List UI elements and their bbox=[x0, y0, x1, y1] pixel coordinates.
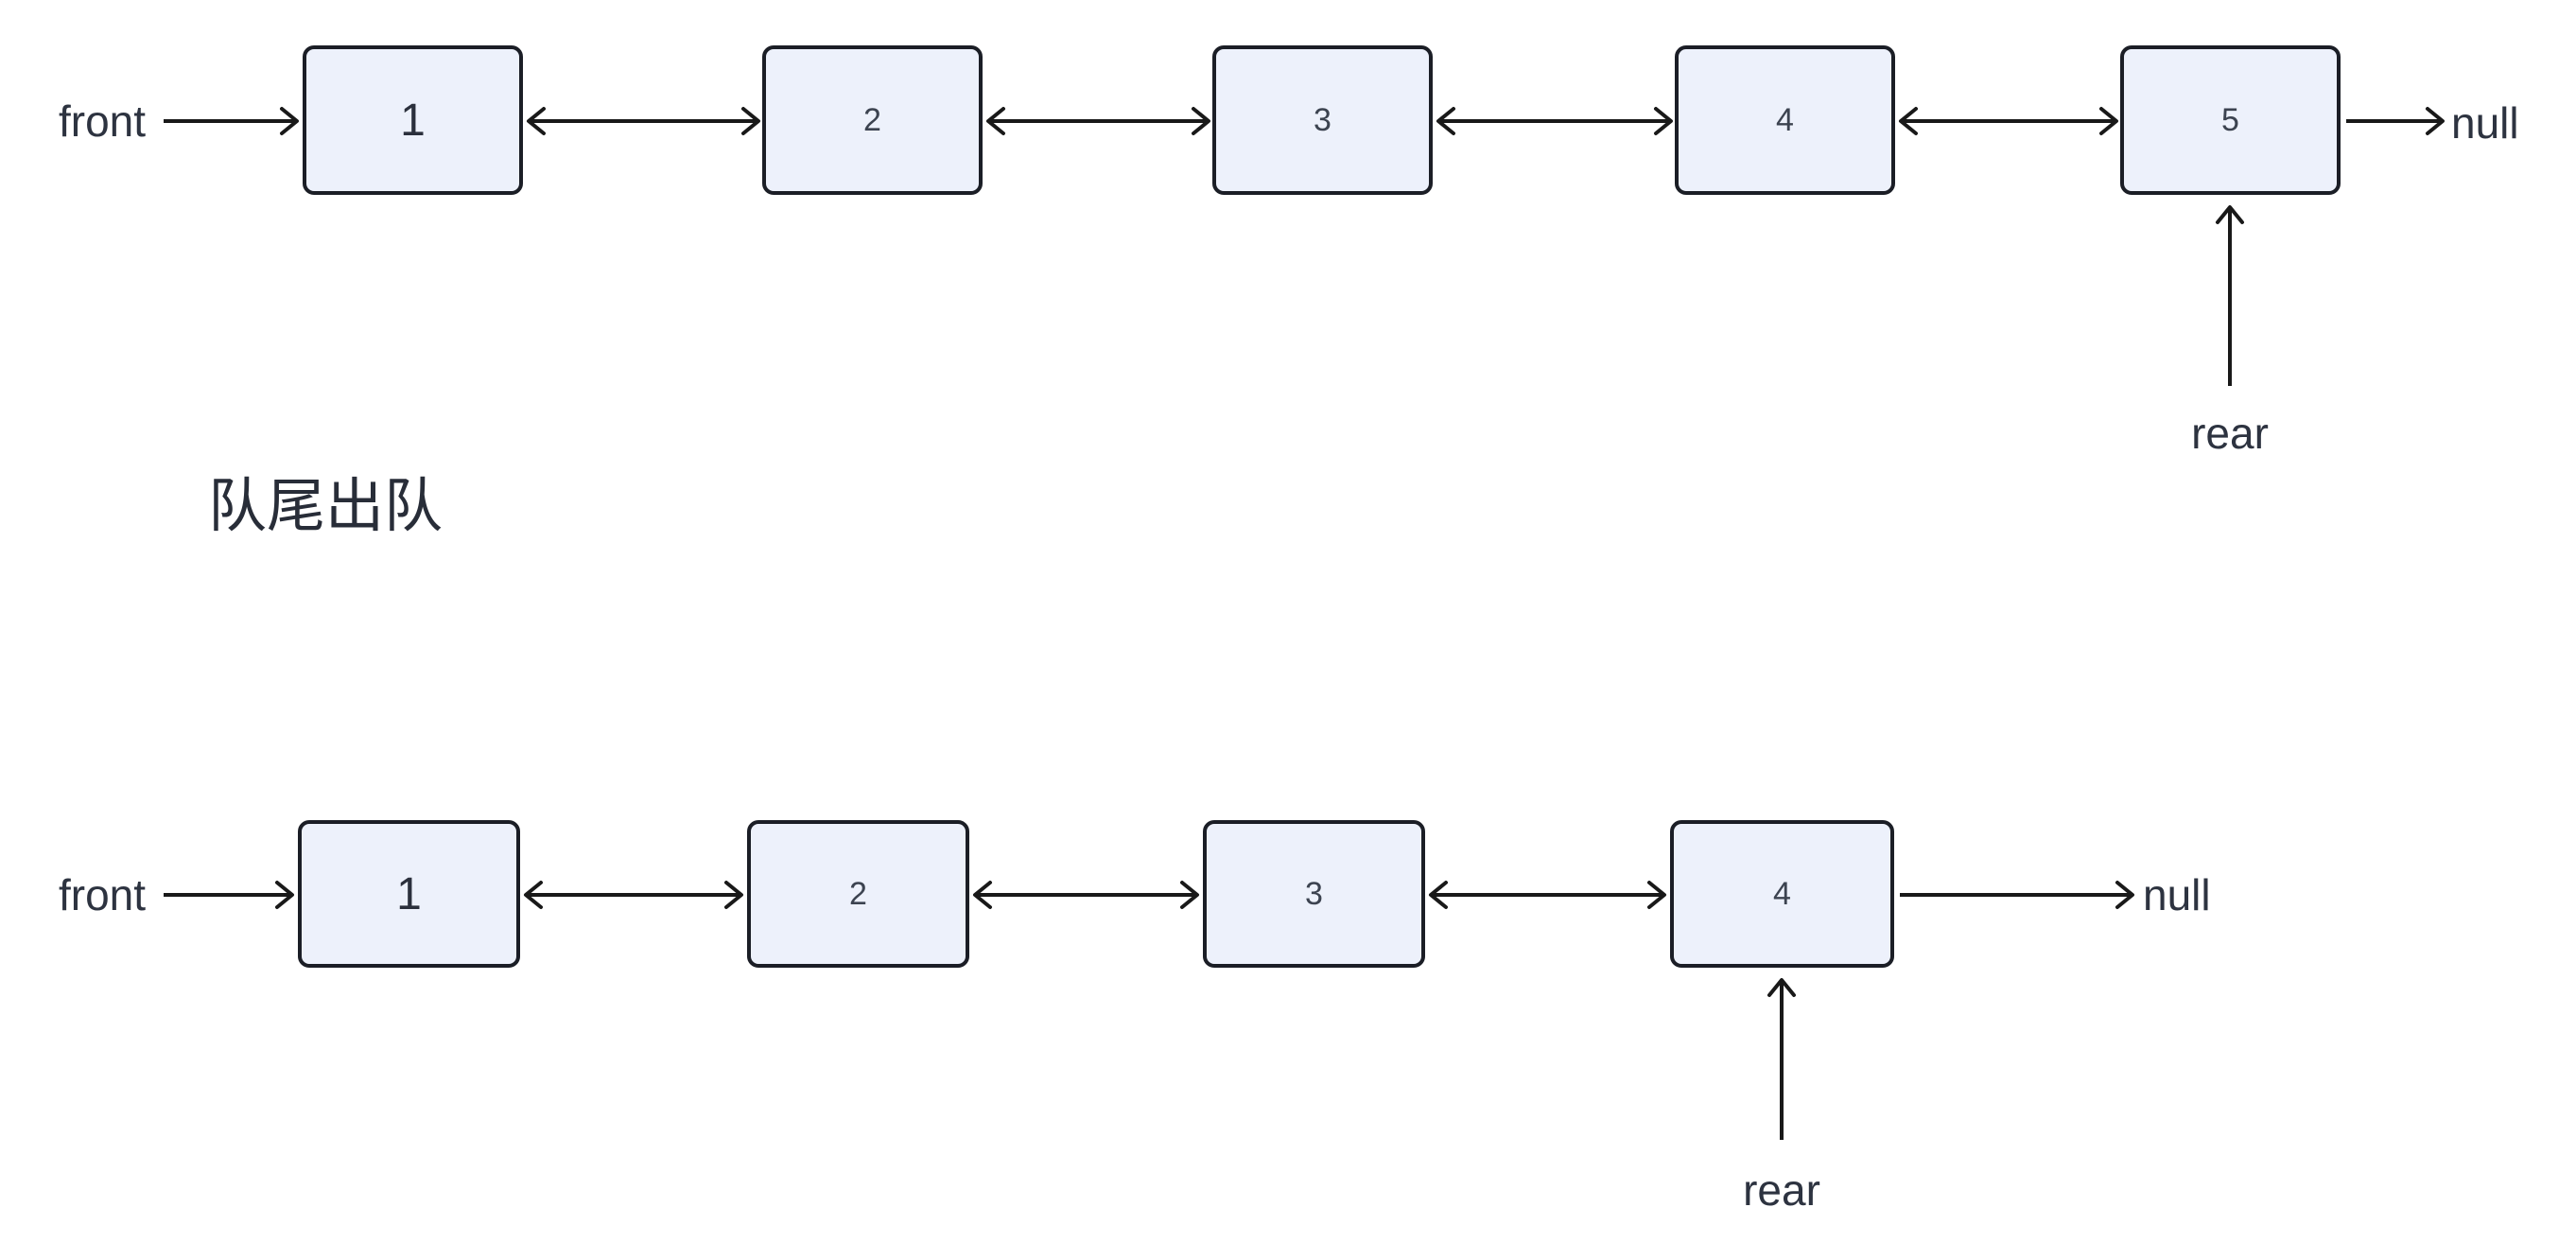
front-pointer-label-before: front bbox=[59, 96, 147, 146]
queue-node-after-1: 1 bbox=[298, 820, 520, 968]
operation-title: 队尾出队 bbox=[208, 474, 444, 539]
node-value: 2 bbox=[849, 875, 867, 912]
node-value: 2 bbox=[863, 101, 881, 138]
rear-pointer-label-after: rear bbox=[1743, 1165, 1820, 1215]
queue-node-after-4: 4 bbox=[1670, 820, 1894, 968]
null-terminator-label-before: null bbox=[2451, 98, 2519, 148]
node-value: 5 bbox=[2221, 101, 2239, 138]
node-value: 3 bbox=[1314, 101, 1332, 138]
queue-node-after-2: 2 bbox=[747, 820, 969, 968]
node-value: 3 bbox=[1305, 875, 1323, 912]
node-value: 4 bbox=[1776, 101, 1794, 138]
queue-node-before-3: 3 bbox=[1212, 45, 1433, 195]
null-terminator-label-after: null bbox=[2143, 870, 2211, 919]
node-value: 1 bbox=[400, 95, 426, 146]
rear-pointer-label-before: rear bbox=[2191, 409, 2269, 458]
queue-node-after-3: 3 bbox=[1203, 820, 1425, 968]
node-value: 4 bbox=[1773, 875, 1791, 912]
queue-node-before-5: 5 bbox=[2120, 45, 2341, 195]
front-pointer-label-after: front bbox=[59, 870, 147, 919]
node-value: 1 bbox=[396, 868, 422, 919]
queue-node-before-4: 4 bbox=[1675, 45, 1895, 195]
queue-node-before-1: 1 bbox=[303, 45, 523, 195]
queue-node-before-2: 2 bbox=[762, 45, 983, 195]
